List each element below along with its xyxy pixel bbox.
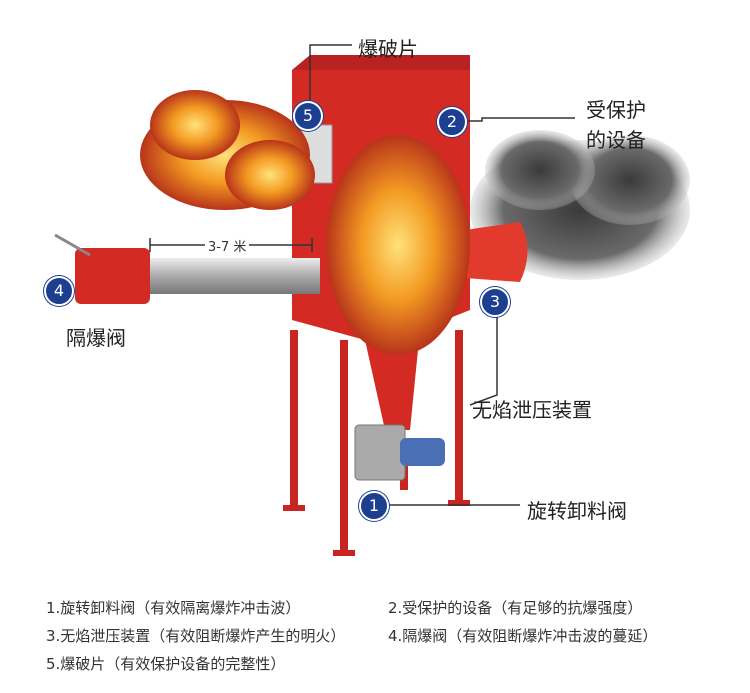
label-flameless-vent: 无焰泄压装置: [472, 398, 592, 422]
distance-label: 3-7 米: [205, 236, 250, 255]
marker-1: 1: [359, 491, 389, 521]
marker-3: 3: [480, 287, 510, 317]
label-protected-equipment-line2: 的设备: [586, 128, 646, 152]
marker-5: 5: [293, 101, 323, 131]
label-rotary-valve: 旋转卸料阀: [527, 499, 627, 523]
rotary-valve-motor: [400, 438, 445, 466]
label-burst-disc: 爆破片: [358, 37, 418, 61]
legend-item-2: 2.受保护的设备（有足够的抗爆强度）: [388, 599, 643, 617]
label-isolation-valve: 隔爆阀: [66, 326, 126, 350]
isolation-valve-body: [75, 248, 150, 304]
connecting-pipe: [140, 258, 320, 294]
vent-fireball: [140, 90, 315, 210]
marker-2: 2: [437, 107, 467, 137]
legend-item-3: 3.无焰泄压装置（有效阻断爆炸产生的明火）: [46, 627, 346, 645]
legend-item-1: 1.旋转卸料阀（有效隔离爆炸冲击波）: [46, 599, 301, 617]
internal-explosion: [326, 135, 470, 355]
outlet-duct: [465, 222, 528, 282]
legend-item-4: 4.隔爆阀（有效阻断爆炸冲击波的蔓延）: [388, 627, 658, 645]
legend-item-5: 5.爆破片（有效保护设备的完整性）: [46, 655, 286, 673]
label-protected-equipment-line1: 受保护: [586, 98, 646, 122]
marker-4: 4: [44, 276, 74, 306]
rotary-valve-body: [354, 424, 406, 481]
